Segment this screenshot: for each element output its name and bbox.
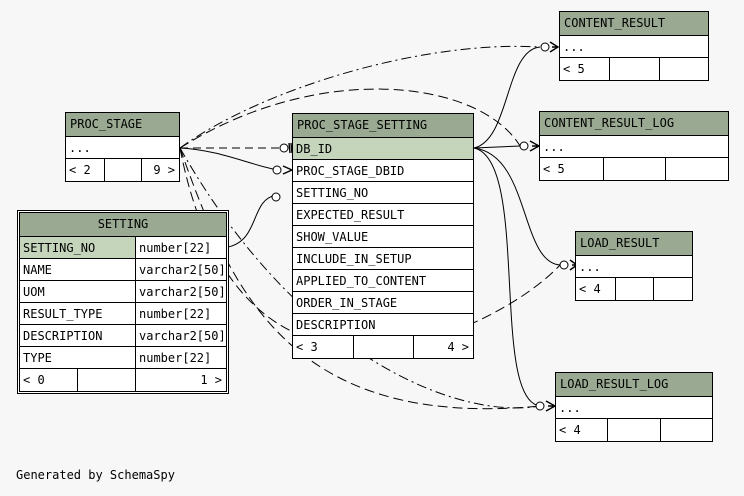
table-proc-stage[interactable]: PROC_STAGE ... < 2 9 > [65,112,180,182]
crows-foot [529,140,541,152]
zero-marker [272,165,282,175]
footer-spacer [616,278,654,300]
child-count [666,158,728,180]
link-content-result-log [473,145,521,149]
implied-link [179,147,541,409]
table-column: NAME varchar2[50] [20,259,226,281]
table-footer: < 5 [540,158,728,180]
table-footer: < 5 [560,58,708,80]
table-row: ... [556,397,712,419]
footer-spacer [354,336,414,358]
link-setting-no [227,194,277,248]
table-header[interactable]: SETTING [20,213,226,237]
footer-spacer [610,58,660,80]
column-type: number[22] [139,307,212,321]
column-type: number[22] [139,351,212,365]
table-column: ORDER_IN_STAGE [293,292,473,314]
parent-count: < 5 [540,158,604,180]
column-name: DESCRIPTION [20,325,136,346]
parent-count: < 4 [576,278,616,300]
column-name: RESULT_TYPE [20,303,136,324]
crows-foot [545,400,557,412]
table-setting[interactable]: SETTING SETTING_NO number[22] NAME varch… [17,210,229,394]
table-load-result-log[interactable]: LOAD_RESULT_LOG ... < 4 [555,372,713,442]
column-type: varchar2[50] [139,285,226,299]
crows-foot [282,165,294,175]
table-load-result[interactable]: LOAD_RESULT ... < 4 [575,231,693,301]
column-type: number[22] [136,237,226,258]
parent-count: < 5 [560,58,610,80]
link-load-result [473,147,561,266]
crows-foot [549,41,560,53]
table-column: SETTING_NO [293,182,473,204]
table-row: ... [66,137,179,159]
table-header[interactable]: PROC_STAGE_SETTING [293,114,473,138]
footer-spacer [608,419,661,441]
table-header[interactable]: LOAD_RESULT [576,232,692,256]
footer-spacer [105,159,142,181]
table-column: RESULT_TYPE number[22] [20,303,226,325]
table-content-result-log[interactable]: CONTENT_RESULT_LOG ... < 5 [539,111,729,181]
table-row: ... [560,36,708,58]
column-type: varchar2[50] [139,263,226,277]
primary-key-column: SETTING_NO number[22] [20,237,226,259]
table-column: EXPECTED_RESULT [293,204,473,226]
child-count [661,419,712,441]
table-row: ... [576,256,692,278]
table-column: PROC_STAGE_DBID [293,160,473,182]
table-footer: < 2 9 > [66,159,179,181]
footer-spacer [604,158,666,180]
table-row: ... [540,136,728,158]
table-column: DESCRIPTION varchar2[50] [20,325,226,347]
table-column: UOM varchar2[50] [20,281,226,303]
table-footer: < 3 4 > [293,336,473,358]
parent-count: < 2 [66,159,105,181]
table-header[interactable]: CONTENT_RESULT_LOG [540,112,728,136]
table-column: SHOW_VALUE [293,226,473,248]
link-content-result [473,46,541,149]
footer-spacer [78,369,136,391]
column-name: TYPE [20,347,136,368]
table-header[interactable]: PROC_STAGE [66,113,179,137]
crows-foot [288,142,293,154]
zero-marker [271,192,281,202]
table-header[interactable]: CONTENT_RESULT [560,12,708,36]
table-content-result[interactable]: CONTENT_RESULT ... < 5 [559,11,709,81]
column-name: UOM [20,281,136,302]
table-column: INCLUDE_IN_SETUP [293,248,473,270]
implied-link [179,147,541,410]
table-footer: < 4 [576,278,692,300]
table-footer: < 0 1 > [20,369,226,391]
table-column: DESCRIPTION [293,314,473,336]
zero-marker [519,141,529,151]
child-count [660,58,708,80]
table-column: TYPE number[22] [20,347,226,369]
column-name: SETTING_NO [20,237,136,258]
parent-count: < 4 [556,419,608,441]
table-footer: < 4 [556,419,712,441]
column-name: NAME [20,259,136,280]
implied-link [179,45,541,149]
generator-credit: Generated by SchemaSpy [16,468,175,482]
child-count: 1 > [200,373,222,387]
zero-marker [540,42,550,52]
table-header[interactable]: LOAD_RESULT_LOG [556,373,712,397]
child-count: 9 > [153,163,175,177]
zero-marker [279,143,289,153]
child-count: 4 > [447,340,469,354]
link-proc-stage-dbid [179,147,279,171]
link-load-result-log [473,147,541,407]
column-type: varchar2[50] [139,329,226,343]
table-proc-stage-setting[interactable]: PROC_STAGE_SETTING DB_ID PROC_STAGE_DBID… [292,113,474,359]
table-column: APPLIED_TO_CONTENT [293,270,473,292]
child-count [654,278,692,300]
zero-marker [535,401,545,411]
parent-count: < 3 [293,336,354,358]
parent-count: < 0 [20,369,78,391]
primary-key-column: DB_ID [293,138,473,160]
zero-marker [559,260,569,270]
